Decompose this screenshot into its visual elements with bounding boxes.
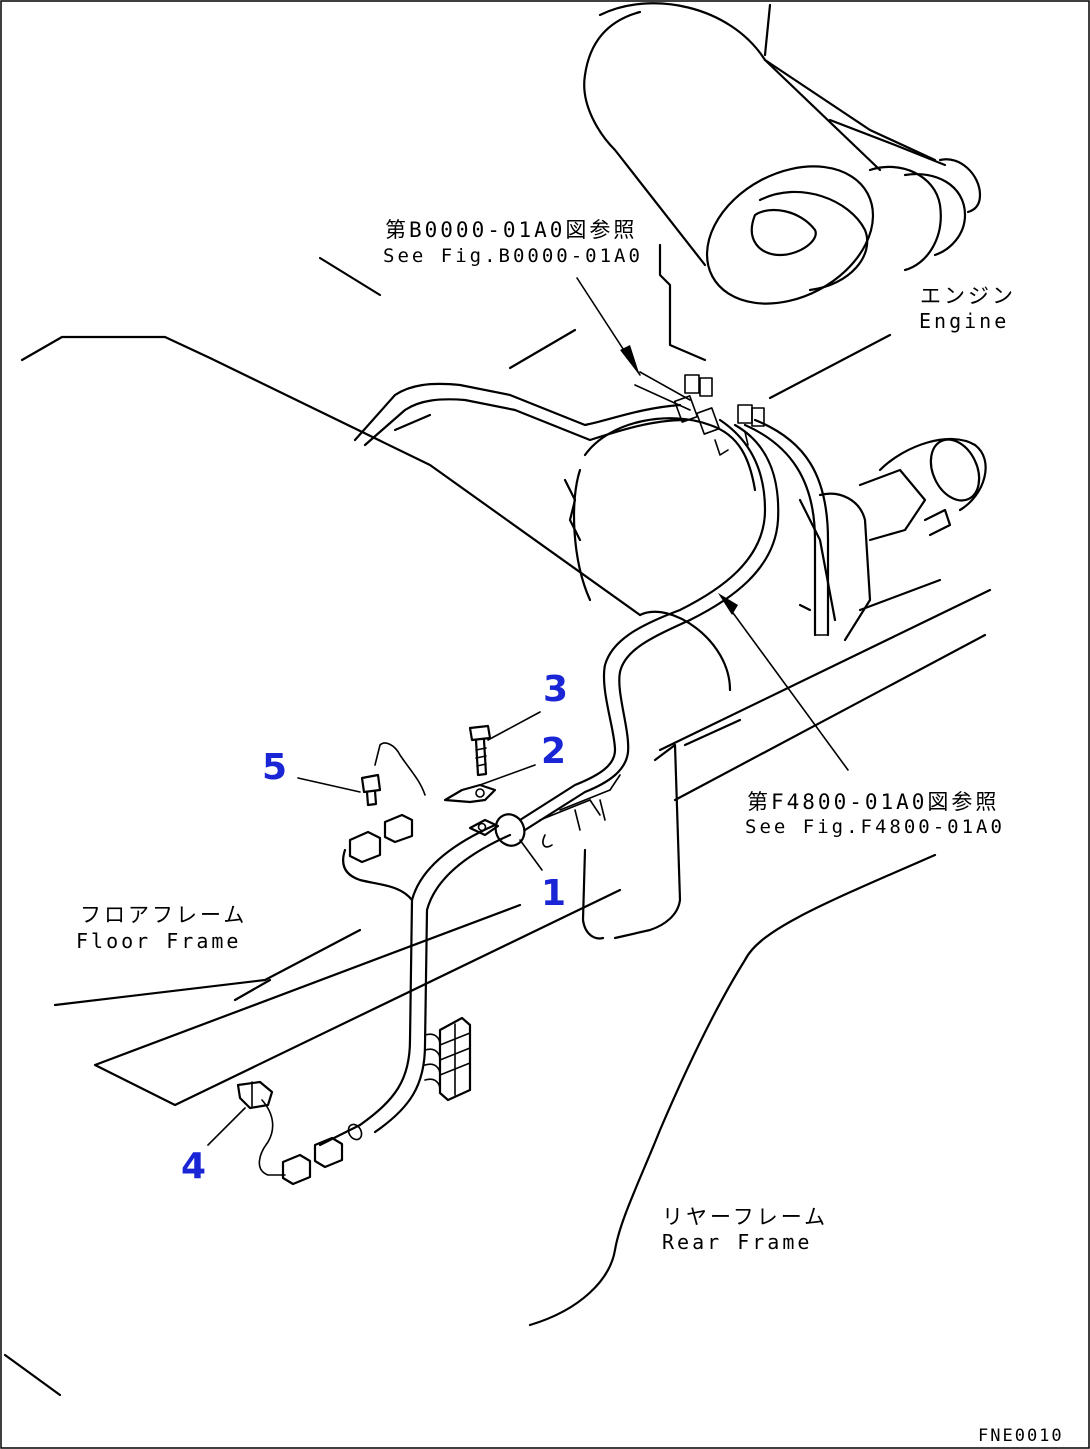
transmission-body bbox=[563, 417, 757, 602]
part-1-clamp bbox=[468, 813, 526, 847]
ref-mid-en: See Fig.F4800-01A0 bbox=[745, 816, 1005, 838]
starter-assembly bbox=[798, 437, 987, 642]
figure-code: FNE0010 bbox=[978, 1426, 1064, 1446]
harness-clamps-top bbox=[634, 371, 765, 456]
floor-frame-label-en: Floor Frame bbox=[76, 929, 242, 953]
wiring-harness bbox=[258, 382, 830, 1176]
part-3-bolt bbox=[468, 724, 492, 777]
leader-lines bbox=[207, 277, 849, 1146]
engine-body bbox=[583, 2, 982, 362]
part-number-2: 2 bbox=[541, 731, 567, 772]
rear-frame-label-en: Rear Frame bbox=[662, 1230, 813, 1254]
connectors-lower bbox=[281, 1123, 363, 1186]
connectors-upper bbox=[348, 813, 414, 864]
engine-label-jp: エンジン bbox=[920, 284, 1016, 308]
part-2-clip bbox=[443, 783, 497, 804]
part-number-5: 5 bbox=[262, 747, 288, 788]
ref-top-en: See Fig.B0000-01A0 bbox=[383, 245, 643, 267]
part-number-3: 3 bbox=[543, 669, 569, 710]
frame-lines bbox=[3, 256, 992, 1397]
engine-label-en: Engine bbox=[919, 309, 1010, 333]
part-number-4: 4 bbox=[181, 1146, 207, 1187]
part-5-sensor bbox=[360, 773, 382, 807]
rear-frame-label-jp: リヤーフレーム bbox=[662, 1205, 829, 1229]
ref-mid-jp: 第F4800-01A0図参照 bbox=[747, 790, 1000, 814]
part-number-1: 1 bbox=[541, 873, 567, 914]
relay-block bbox=[424, 1016, 472, 1102]
floor-frame-label-jp: フロアフレーム bbox=[80, 903, 248, 927]
part-4-sensor bbox=[236, 1080, 274, 1110]
ref-top-jp: 第B0000-01A0図参照 bbox=[385, 218, 638, 242]
